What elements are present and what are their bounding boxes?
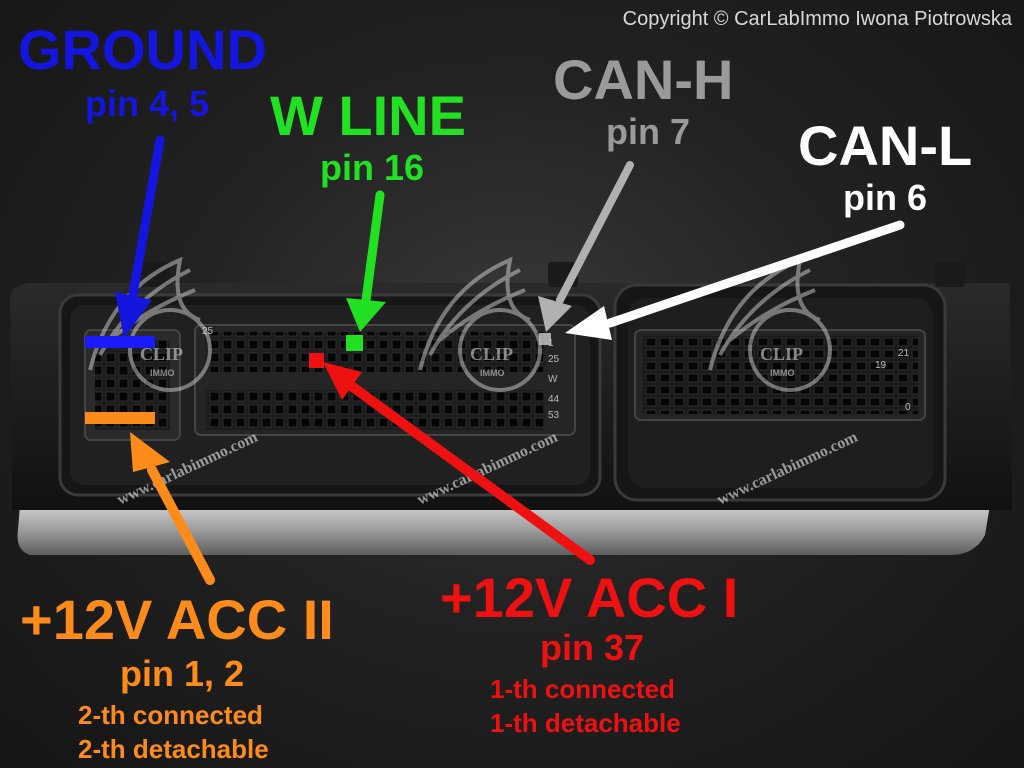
connector-number: 21 bbox=[898, 348, 910, 359]
connector-number: 25 bbox=[548, 354, 560, 365]
acc2-note-connected: 2-th connected bbox=[78, 700, 263, 730]
acc1-pin: pin 37 bbox=[540, 627, 645, 668]
canh-pin-marker bbox=[539, 333, 551, 345]
housing-tab bbox=[935, 262, 965, 287]
acc1-arrowhead bbox=[323, 362, 362, 400]
acc1-title: +12V ACC I bbox=[440, 566, 739, 629]
ground-title: GROUND bbox=[18, 18, 267, 81]
acc1-pin-marker bbox=[309, 353, 324, 368]
watermark-logo bbox=[418, 256, 542, 392]
acc2-arrow bbox=[147, 465, 215, 585]
watermark-logo-subtext: IMMO bbox=[770, 368, 795, 378]
watermark-logo-text: CLIP bbox=[140, 344, 183, 364]
connector-number: 44 bbox=[548, 394, 560, 405]
canl-arrowhead bbox=[565, 306, 612, 340]
acc1-arrow bbox=[345, 380, 595, 565]
ground-pin: pin 4, 5 bbox=[85, 83, 210, 124]
acc2-pin-marker bbox=[85, 412, 155, 424]
watermark-logo-subtext: IMMO bbox=[150, 368, 175, 378]
acc2-title: +12V ACC II bbox=[20, 588, 334, 651]
connector-number: 53 bbox=[548, 410, 560, 421]
wline-pin-marker bbox=[346, 335, 363, 351]
canl-arrow bbox=[605, 220, 905, 328]
wline-pin: pin 16 bbox=[320, 147, 425, 188]
housing-tab bbox=[140, 262, 170, 287]
connector-number: 19 bbox=[875, 360, 887, 371]
wline-arrowhead bbox=[346, 298, 386, 332]
watermark-logo-text: CLIP bbox=[470, 344, 513, 364]
acc2-arrowhead bbox=[130, 432, 170, 472]
pin-block-main-pins-top bbox=[205, 332, 545, 372]
copyright-text: Copyright © CarLabImmo Iwona Piotrowska bbox=[622, 8, 1012, 30]
acc1-note-detachable: 1-th detachable bbox=[490, 708, 681, 738]
wline-arrow bbox=[361, 190, 385, 305]
ground-pin-marker bbox=[85, 336, 155, 348]
canl-title: CAN-L bbox=[798, 114, 973, 177]
canh-arrowhead bbox=[538, 296, 572, 332]
ground-arrowhead bbox=[115, 292, 152, 338]
wline-title: W LINE bbox=[270, 84, 466, 147]
connector-number: 0 bbox=[905, 402, 911, 413]
canh-title: CAN-H bbox=[553, 48, 734, 111]
watermark-logo-subtext: IMMO bbox=[480, 368, 505, 378]
ecu-metal-housing bbox=[17, 505, 990, 555]
acc2-note-detachable: 2-th detachable bbox=[78, 734, 269, 764]
connector-number: 25 bbox=[202, 326, 214, 337]
connector-number: W bbox=[548, 374, 558, 385]
pin-block-main-pins-bottom bbox=[205, 390, 545, 430]
pin-block-right-pins bbox=[643, 336, 918, 414]
canh-arrow bbox=[556, 161, 634, 304]
watermark-logo-text: CLIP bbox=[760, 344, 803, 364]
ground-arrow bbox=[127, 135, 165, 305]
acc1-note-connected: 1-th connected bbox=[490, 674, 675, 704]
canh-pin: pin 7 bbox=[606, 111, 691, 152]
acc2-pin: pin 1, 2 bbox=[120, 653, 245, 694]
canl-pin: pin 6 bbox=[843, 177, 928, 218]
